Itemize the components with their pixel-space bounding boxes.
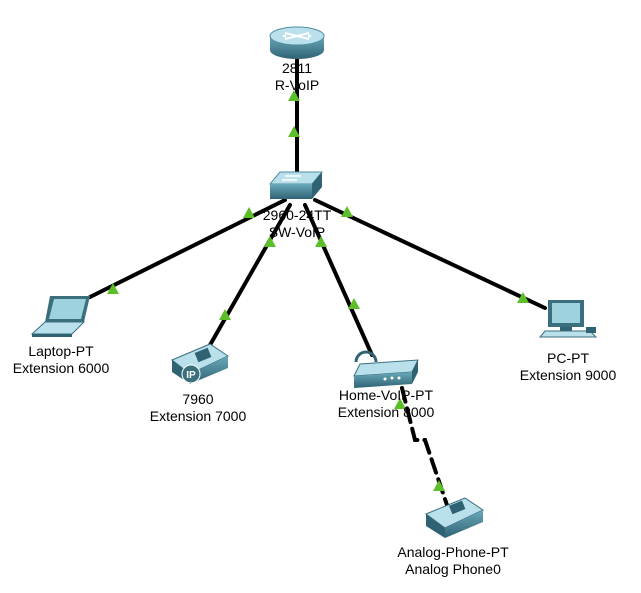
ipphone-name-label: Extension 7000 [149,408,247,424]
link-switch-homevoip[interactable] [303,203,374,357]
link-switch-pc[interactable] [313,198,547,310]
pc-name-label: Extension 9000 [519,367,617,383]
switch-model-label: 2960-24TT [262,207,332,223]
link-homevoip-analog-phone[interactable] [400,386,450,510]
link-up-indicator [264,236,276,247]
homevoip-name-label: Extension 8000 [337,404,435,420]
link-switch-ipphone[interactable] [208,203,292,347]
analog-name-label: Analog Phone0 [405,561,501,577]
ip-phone-icon[interactable]: IP [171,343,230,384]
link-up-indicator [433,480,445,491]
link-switch-laptop[interactable] [88,198,287,299]
svg-text:IP: IP [186,370,196,381]
link-up-indicator [394,398,406,409]
link-up-indicator [288,126,300,137]
analog-phone-icon[interactable] [424,497,485,538]
switch-icon[interactable] [268,171,324,199]
analog-model-label: Analog-Phone-PT [397,544,509,560]
router-icon[interactable] [269,26,325,59]
laptop-icon[interactable] [30,296,90,337]
laptop-name-label: Extension 6000 [12,360,110,376]
link-up-indicator [315,236,327,247]
links [88,58,547,510]
link-up-indicator [219,309,231,320]
pc-model-label: PC-PT [547,350,589,366]
homevoip-model-label: Home-VoIP-PT [338,387,434,403]
link-up-indicator [341,206,353,217]
link-up-indicator [243,207,255,218]
switch-name-label: SW-VoIP [268,224,326,240]
router-model-label: 2811 [281,60,313,76]
link-status-markers [107,90,529,491]
link-up-indicator [288,90,300,101]
pc-icon[interactable] [538,300,598,338]
laptop-model-label: Laptop-PT [28,343,94,359]
link-up-indicator [107,283,119,294]
link-up-indicator [517,292,529,303]
link-up-indicator [348,298,360,309]
home-voip-icon[interactable] [353,350,419,388]
router-name-label: R-VoIP [274,77,320,93]
ipphone-model-label: 7960 [182,391,214,407]
